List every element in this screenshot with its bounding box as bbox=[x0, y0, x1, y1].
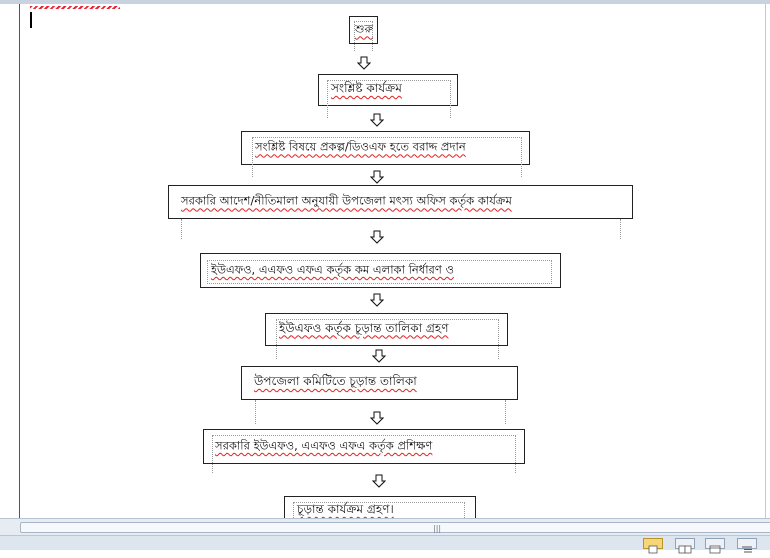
text-box-frame bbox=[276, 319, 499, 359]
flow-step-label: সরকারি আদেশ/নীতিমালা অনুযায়ী উপজেলা মৎস… bbox=[181, 193, 512, 208]
text-box-frame bbox=[327, 80, 451, 118]
flow-step-label: সরকারি ইউএফও, এএফও এফএ কর্তৃক প্রশিক্ষণ bbox=[215, 438, 433, 452]
text-box-frame bbox=[207, 260, 552, 284]
text-box-frame bbox=[212, 435, 516, 473]
text-box-frame bbox=[293, 502, 465, 526]
flow-step-label: শুরু bbox=[355, 22, 373, 36]
status-bar bbox=[0, 535, 770, 554]
flow-step-upazila-committee[interactable]: উপজেলা কমিটিতে চূড়ান্ত তালিকা bbox=[241, 366, 518, 400]
down-arrow-icon bbox=[372, 474, 386, 488]
text-box-guide bbox=[255, 400, 256, 424]
down-arrow-icon bbox=[370, 293, 384, 307]
down-arrow-icon bbox=[370, 411, 384, 425]
top-ruler-edge bbox=[0, 0, 770, 4]
spelling-mark bbox=[30, 6, 120, 9]
print-layout-view-button[interactable] bbox=[643, 538, 663, 554]
flow-step-area-selection[interactable]: ইউএফও, এএফও এফএ কর্তৃক কম এলাকা নির্ধারণ… bbox=[200, 253, 561, 288]
text-box-guide bbox=[181, 219, 182, 239]
web-layout-view-button[interactable] bbox=[705, 538, 725, 554]
scroll-grip-icon: ||| bbox=[433, 524, 442, 533]
flow-step-related-activity[interactable]: সংশ্লিষ্ট কার্যক্রম bbox=[318, 74, 458, 118]
down-arrow-icon bbox=[357, 56, 371, 70]
down-arrow-icon bbox=[370, 230, 384, 244]
down-arrow-icon bbox=[370, 170, 384, 184]
outline-view-button[interactable] bbox=[737, 538, 757, 553]
text-box-guide bbox=[505, 400, 506, 424]
down-arrow-icon bbox=[370, 113, 384, 127]
scrollbar-thumb[interactable]: ||| bbox=[20, 522, 770, 533]
text-box-guide bbox=[620, 219, 621, 239]
text-cursor bbox=[30, 12, 32, 28]
flow-step-allocation[interactable]: সংশ্লিষ্ট বিষয়ে প্রকল্প/ডিওএফ হতে বরাদ্… bbox=[241, 131, 530, 177]
down-arrow-icon bbox=[372, 349, 386, 363]
flow-step-government-order[interactable]: সরকারি আদেশ/নীতিমালা অনুযায়ী উপজেলা মৎস… bbox=[168, 185, 633, 219]
flow-step-final-list[interactable]: ইউএফও কর্তৃক চূড়ান্ত তালিকা গ্রহণ bbox=[265, 313, 508, 359]
flow-step-label: চূড়ান্ত কার্যক্রম গ্রহণ। bbox=[297, 502, 394, 516]
text-box-frame bbox=[354, 21, 373, 51]
flow-step-label: সংশ্লিষ্ট কার্যক্রম bbox=[331, 81, 402, 95]
text-box-frame bbox=[252, 137, 522, 177]
flow-step-label: সংশ্লিষ্ট বিষয়ে প্রকল্প/ডিওএফ হতে বরাদ্… bbox=[255, 139, 466, 154]
flow-step-training[interactable]: সরকারি ইউএফও, এএফও এফএ কর্তৃক প্রশিক্ষণ bbox=[203, 429, 525, 473]
flow-step-start[interactable]: শুরু bbox=[349, 16, 378, 51]
flow-step-label: উপজেলা কমিটিতে চূড়ান্ত তালিকা bbox=[254, 374, 417, 388]
flow-step-label: ইউএফও কর্তৃক চূড়ান্ত তালিকা গ্রহণ bbox=[279, 320, 449, 335]
horizontal-scrollbar[interactable]: ||| bbox=[0, 518, 770, 535]
full-screen-reading-button[interactable] bbox=[675, 538, 695, 554]
flow-step-label: ইউএফও, এএফও এফএ কর্তৃক কম এলাকা নির্ধারণ… bbox=[211, 262, 454, 276]
